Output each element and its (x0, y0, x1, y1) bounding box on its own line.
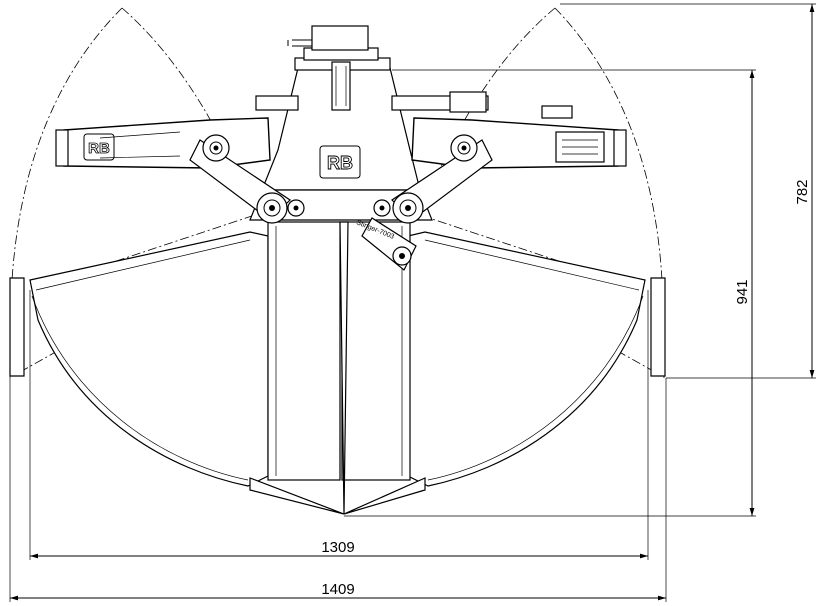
logo-center-text: RB (327, 153, 353, 173)
dimension-941: 941 (734, 279, 751, 304)
dimension-1409: 1409 (321, 581, 354, 598)
dimension-782: 782 (794, 179, 811, 204)
grab-head (249, 25, 433, 221)
right-shell (407, 231, 666, 487)
cylinders (255, 91, 573, 119)
dimension-lines (9, 3, 816, 602)
dimension-1309: 1309 (321, 539, 354, 556)
pins (202, 134, 478, 266)
center-plates (267, 221, 411, 515)
logo-center: RB (319, 145, 361, 179)
logo-left-text: RB (88, 140, 110, 157)
cutting-edges (249, 477, 426, 515)
logo-left: RB (83, 133, 115, 161)
left-shell (9, 231, 269, 487)
right-arm (411, 117, 627, 169)
